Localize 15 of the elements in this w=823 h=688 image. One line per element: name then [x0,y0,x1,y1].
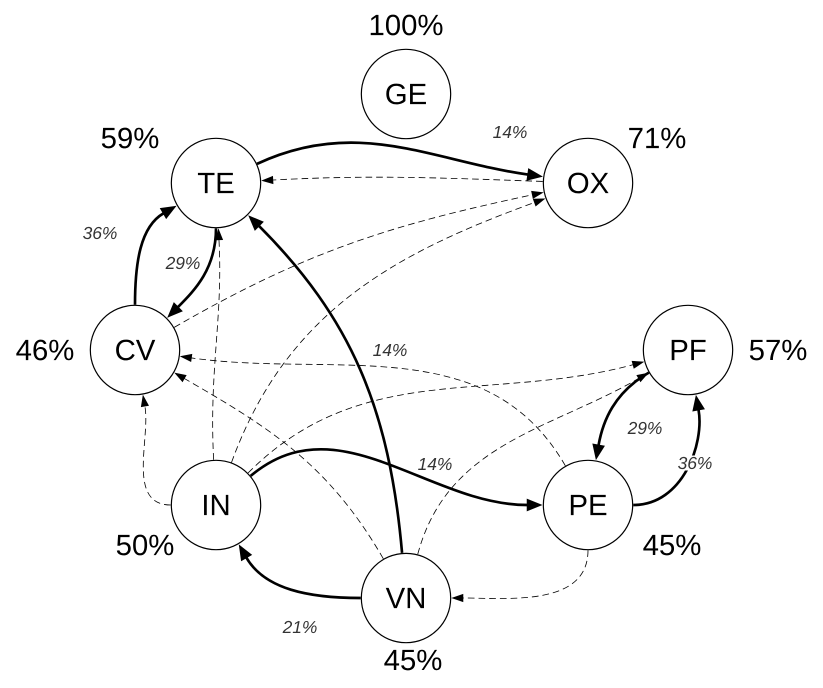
percent-label: 100% [370,14,442,36]
percent-label: 59% [102,128,158,148]
percent-label: 46% [16,340,74,360]
percent-label: 57% [750,340,806,360]
edge-label: 14% [491,124,529,140]
edge-label: 36% [81,226,119,240]
edge-label: 14% [371,342,409,358]
percent-label: 45% [384,650,442,670]
edge-label: 36% [676,456,714,470]
edge-label: 14% [416,456,454,472]
edge-label: 21% [281,620,319,634]
percent-label: 50% [116,534,174,556]
edge-label: 29% [626,420,664,436]
edge-label: 29% [164,256,202,270]
percent-label: 45% [643,534,700,556]
